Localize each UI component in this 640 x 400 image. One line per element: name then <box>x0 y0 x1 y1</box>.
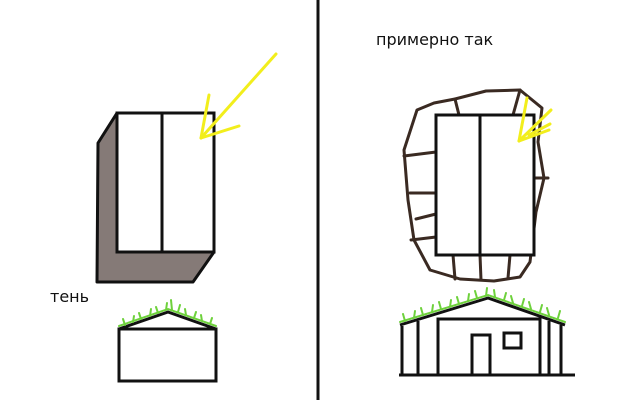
sun-arrow-icon <box>199 52 278 140</box>
grass-icon <box>399 287 566 323</box>
shadow-label: тень <box>50 287 90 306</box>
window <box>502 331 523 350</box>
right-building-diagram <box>402 88 553 283</box>
left-building-plan <box>115 111 216 254</box>
door <box>470 333 492 377</box>
right-house-roof <box>399 296 566 327</box>
left-house-wall <box>117 327 218 383</box>
left-building-diagram <box>95 52 278 284</box>
right-building-plan <box>434 113 536 257</box>
approx-label: примерно так <box>376 30 494 49</box>
grass-icon <box>118 299 217 327</box>
earth-berm-lines <box>400 321 563 375</box>
left-house-roof <box>118 310 217 331</box>
stone-joints <box>402 88 550 282</box>
left-house-elevation <box>117 299 218 383</box>
sun-arrow-icon <box>517 96 553 143</box>
right-house-elevation <box>399 287 575 377</box>
